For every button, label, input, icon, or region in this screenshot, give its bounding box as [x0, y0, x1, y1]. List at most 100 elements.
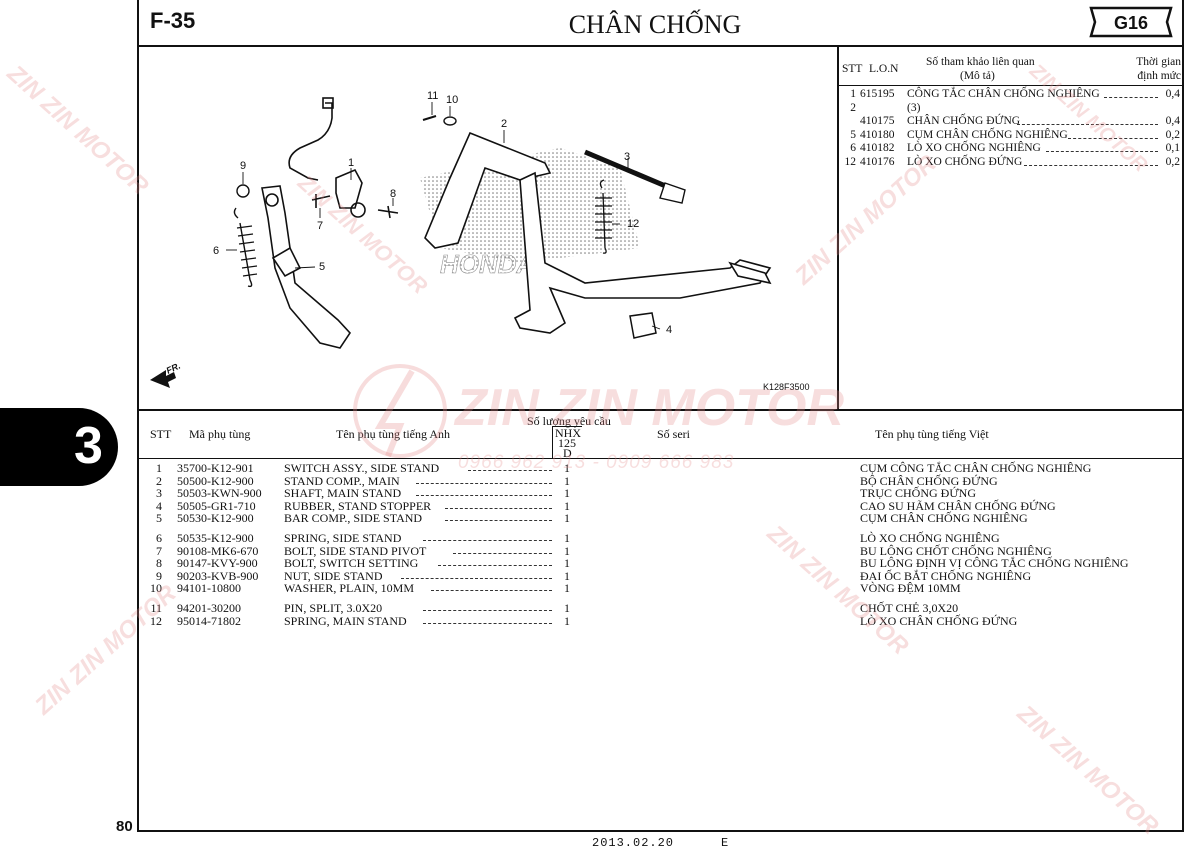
parts-row-name-en: NUT, SIDE STAND	[284, 568, 383, 583]
parts-row-stt: 3	[156, 486, 162, 500]
parts-row-stt: 8	[156, 556, 162, 570]
header-divider	[137, 45, 1184, 47]
parts-row-name-en: BAR COMP., SIDE STAND	[284, 511, 423, 525]
parts-row-name-en: SPRING, MAIN STAND	[284, 613, 407, 628]
side-stand-pivot-bolt	[311, 194, 331, 208]
parts-row-name-en: STAND COMP., MAIN	[284, 473, 400, 488]
parts-header-name-en: Tên phụ tùng tiếng Anh	[336, 427, 450, 441]
parts-row-qty: 1	[564, 473, 570, 488]
ref-row-leader	[1045, 151, 1158, 153]
group-badge: G16	[1089, 6, 1173, 38]
parts-row-qty: 1	[564, 486, 570, 500]
ref-row-stt: 5	[850, 128, 856, 141]
ref-row-leader	[1067, 137, 1158, 139]
callout-9: 9	[240, 160, 247, 172]
parts-row-name-vn: BỘ CHÂN CHỐNG ĐỨNG	[860, 473, 998, 488]
parts-row-leader	[423, 622, 552, 624]
parts-header-stt: STT	[150, 427, 172, 441]
parts-row-part-no: 94201-30200	[177, 601, 241, 615]
callout-7: 7	[317, 220, 324, 232]
diagram-divider	[837, 45, 839, 410]
ref-header-lon: L.O.N	[869, 63, 899, 75]
ref-header-time-std: định mức	[1137, 70, 1181, 82]
parts-row-stt: 9	[156, 568, 162, 583]
publication-date: 2013.02.20	[592, 836, 675, 850]
honda-logo-text: HONDA	[440, 249, 535, 279]
ref-row-leader	[1104, 97, 1158, 98]
ref-row-time: 0,1	[1165, 142, 1180, 155]
parts-header-divider	[137, 458, 1184, 459]
parts-row-stt: 4	[156, 498, 162, 513]
callout-12: 12	[627, 218, 640, 230]
page-title: CHÂN CHỐNG	[568, 10, 742, 39]
parts-row-leader	[445, 520, 552, 521]
parts-header-qty: Số lượng yêu cầu	[527, 414, 611, 428]
parts-header-variant: D	[563, 446, 572, 460]
ref-row-stt: 2	[850, 101, 856, 114]
parts-row-name-vn: TRỤC CHỐNG ĐỨNG	[860, 486, 976, 500]
qty-header-underline	[552, 426, 582, 427]
parts-row-part-no: 50505-GR1-710	[177, 498, 256, 513]
parts-row-name-vn: BU LÔNG CHỐT CHỐNG NGHIÊNG	[860, 543, 1052, 558]
ref-row-time: 0,4	[1165, 88, 1180, 100]
front-direction-arrow: FR.	[150, 361, 182, 388]
page-code: F-35	[150, 8, 196, 33]
parts-row-qty: 1	[564, 531, 570, 545]
ref-row-leader	[1016, 124, 1158, 126]
parts-row-part-no: 95014-71802	[177, 613, 241, 628]
parts-row-qty: 1	[564, 613, 570, 628]
front-direction-label: FR.	[165, 361, 182, 376]
parts-header-displacement: 125	[558, 436, 576, 450]
parts-row-part-no: 90203-KVB-900	[177, 568, 259, 583]
parts-header-part-no: Mã phụ tùng	[189, 427, 251, 441]
parts-row-stt: 11	[150, 601, 162, 615]
rubber-stopper	[629, 312, 657, 339]
callout-4: 4	[666, 324, 673, 336]
parts-row-stt: 6	[156, 531, 162, 545]
parts-row-name-vn: CHỐT CHẺ 3,0X20	[860, 601, 959, 615]
parts-row-qty: 1	[564, 498, 570, 513]
ref-row-lon: 410176	[860, 156, 895, 168]
parts-row-stt: 5	[156, 511, 162, 525]
parts-row-name-en: BOLT, SIDE STAND PIVOT	[284, 543, 427, 558]
switch-setting-bolt	[377, 205, 399, 219]
callout-10: 10	[446, 94, 459, 106]
ref-row-desc: LÒ XO CHỐNG NGHIÊNG	[907, 142, 1041, 155]
parts-row-name-vn: ĐAI ỐC BẮT CHỐNG NGHIÊNG	[860, 568, 1032, 583]
parts-row-qty: 1	[564, 461, 570, 475]
callout-8: 8	[390, 188, 397, 200]
side-stand-switch	[288, 97, 366, 218]
parts-row-stt: 10	[150, 581, 162, 595]
parts-row-name-vn: LÒ XO CHÂN CHỐNG ĐỨNG	[860, 613, 1018, 628]
parts-row-part-no: 50535-K12-900	[177, 531, 254, 545]
side-stand-nut	[236, 184, 250, 198]
ref-header-time: Thời gian	[1136, 56, 1181, 68]
parts-header-model: NHX	[555, 426, 581, 440]
parts-row-leader	[452, 552, 552, 554]
parts-row-name-vn: BU LÔNG ĐỊNH VỊ CÔNG TẮC CHỐNG NGHIÊNG	[860, 556, 1129, 570]
parts-row-leader	[430, 590, 552, 591]
parts-row-leader	[467, 470, 552, 471]
parts-row-part-no: 50503-KWN-900	[177, 486, 262, 500]
ref-row-desc: (3)	[907, 101, 921, 114]
callout-5: 5	[319, 261, 326, 273]
parts-row-part-no: 35700-K12-901	[177, 461, 254, 475]
watermark-phones-center: 0966 962 913 - 0909 666 983	[458, 452, 735, 473]
main-stand	[424, 131, 772, 334]
ref-row-time: 0,4	[1165, 115, 1180, 128]
qty-header-left-rule	[552, 426, 553, 458]
ref-row-stt: 1	[850, 88, 856, 100]
callout-11: 11	[427, 90, 439, 102]
parts-row-name-en: SHAFT, MAIN STAND	[284, 486, 402, 500]
parts-row-name-vn: LÒ XO CHỐNG NGHIÊNG	[860, 531, 1000, 545]
ref-header-related: Số tham khảo liên quan	[926, 56, 1035, 68]
ref-row-time: 0,2	[1165, 156, 1180, 168]
main-stand-spring	[595, 179, 612, 254]
parts-row-name-en: SPRING, SIDE STAND	[284, 531, 402, 545]
parts-row-stt: 7	[156, 543, 162, 558]
parts-row-qty: 1	[564, 556, 570, 570]
parts-row-qty: 1	[564, 543, 570, 558]
watermark-logo-center	[353, 364, 447, 458]
parts-row-part-no: 94101-10800	[177, 581, 241, 595]
callout-6: 6	[213, 245, 220, 257]
